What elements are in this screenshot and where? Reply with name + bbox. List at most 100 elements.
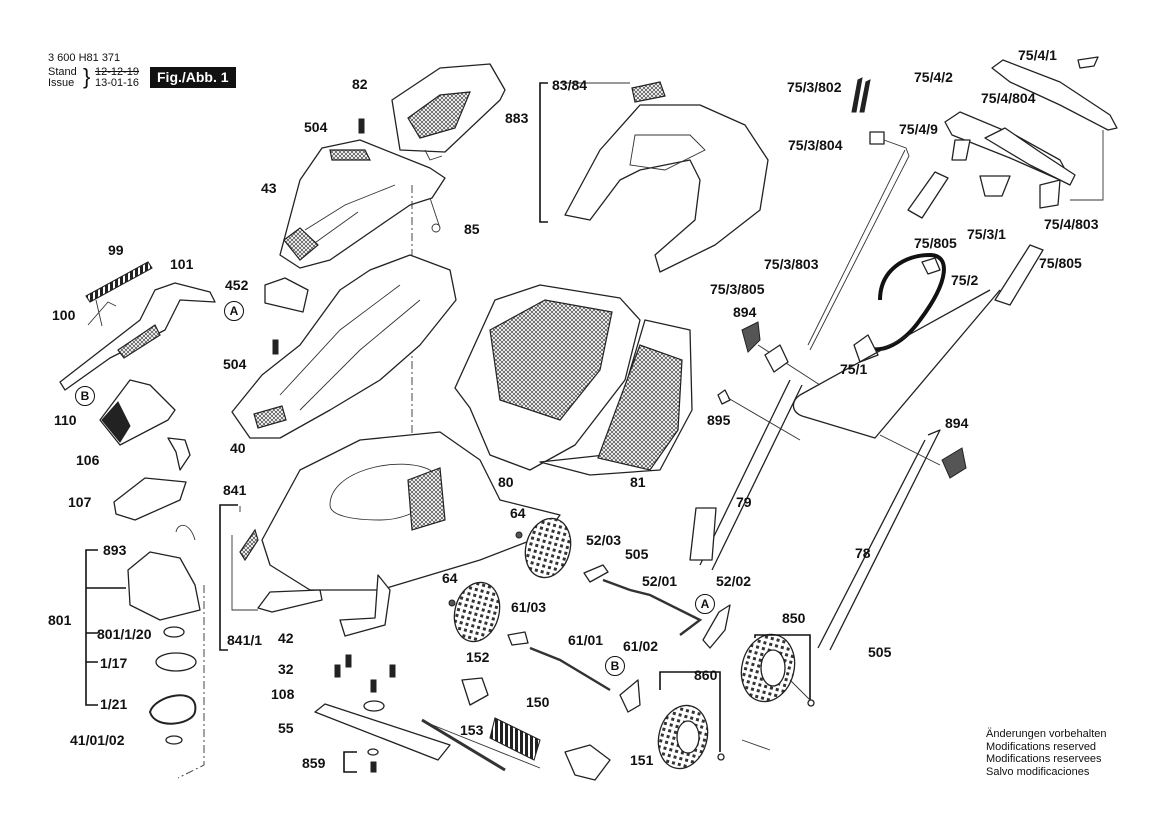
part-label: 108 [271,686,295,702]
part-label: 52/01 [642,573,678,589]
brace-icon: } [83,64,91,89]
part-label: 101 [170,256,194,272]
part-42-chute [339,574,391,637]
stand-issue-labels: Stand Issue [48,67,77,89]
part-label: 894 [733,304,757,320]
part-153-rod [421,718,506,772]
part-label: 801/1/20 [97,626,152,642]
reference-marker-b: B [605,656,625,676]
part-label: 82 [352,76,368,92]
part-81-grass-box-side [539,319,693,476]
part-label: 859 [302,755,326,771]
part-label: 75/3/804 [788,137,843,153]
part-label: 153 [460,722,484,738]
part-label: 504 [223,356,247,372]
figure-label: Fig./Abb. 1 [150,67,236,88]
part-label: 52/02 [716,573,752,589]
part-100-clip [87,299,117,327]
part-label: 41/01/02 [70,732,125,748]
notice-line-fr: Modifications reservees [986,753,1102,765]
part-99-spring [85,261,153,303]
document-number: 3 600 H81 371 [48,52,121,64]
part-101-lever [59,282,216,391]
notice-line-es: Salvo modificaciones [986,765,1090,778]
part-85-spring [429,197,441,233]
part-label: 55 [278,720,294,736]
reference-marker-b: B [75,386,95,406]
part-label: 75/805 [914,235,957,251]
part-wheel-front-left-lower [453,581,501,643]
part-75-2-cable [853,252,946,363]
issue-date: 13-01-16 [95,77,140,89]
part-106-switch-part [167,437,191,471]
part-883-handle-cover [539,81,769,273]
notice-line-de: Änderungen vorbehalten [986,728,1107,740]
part-label: 64 [510,505,526,521]
part-75-3-805-clip [717,344,801,441]
part-75-4-grip-body [944,111,1104,209]
part-label: 75/3/1 [967,226,1006,242]
part-859-bolt [343,748,379,773]
part-label: 100 [52,307,76,323]
part-label: 40 [230,440,246,456]
dates: 12-12-19 13-01-16 [95,67,139,89]
part-label: 61/01 [568,632,604,648]
part-label: 75/1 [840,361,868,377]
part-label: 893 [103,542,127,558]
part-label: 505 [868,644,892,660]
part-label: 75/4/1 [1018,47,1057,63]
part-55-blade [314,703,541,769]
part-label: 152 [466,649,490,665]
part-841-flaps [219,504,323,651]
part-label: 505 [625,546,649,562]
part-label: 841/1 [227,632,263,648]
part-label: 81 [630,474,646,490]
part-504-screw-lower [272,339,279,355]
part-79-handle-lower [689,379,803,571]
part-label: 42 [278,630,294,646]
part-32-screws [334,654,396,693]
part-43-lid [279,139,446,269]
part-label: 75/4/803 [1044,216,1099,232]
reference-marker-a: A [695,594,715,614]
part-label: 107 [68,494,92,510]
part-label: 75/4/804 [981,90,1036,106]
part-label: 83/84 [552,77,588,93]
part-label: 79 [736,494,752,510]
part-label: 75/805 [1039,255,1082,271]
part-label: 43 [261,180,277,196]
part-label: 1/21 [100,696,128,712]
part-label: 895 [707,412,731,428]
part-label: 452 [225,277,249,293]
part-label: 75/3/802 [787,79,842,95]
modifications-notice: Änderungen vorbehalten Modifications res… [986,728,1106,778]
part-wheel-front-left-upper [524,517,572,579]
part-label: 801 [48,612,72,628]
part-label: 99 [108,242,124,258]
part-894-knob [741,321,967,479]
part-wheel-rear-850 [740,633,796,703]
part-78-handle-lower-right [817,429,941,651]
issue-label: Issue [48,77,75,89]
part-452-badge [264,277,309,313]
part-label: 1/17 [100,655,128,671]
part-75-upper-handle [792,289,1001,439]
part-label: 75/4/2 [914,69,953,85]
part-label: 106 [76,452,100,468]
part-label: 150 [526,694,550,710]
part-label: 75/3/803 [764,256,819,272]
axles-and-clips [448,531,815,781]
part-801-motor [85,524,205,779]
part-label: 64 [442,570,458,586]
part-40-housing [231,254,457,439]
part-label: 860 [694,667,718,683]
stand-date-struck: 12-12-19 [95,66,140,78]
part-75-3-802-switch [807,77,910,351]
part-label: 504 [304,119,328,135]
part-label: 151 [630,752,654,768]
part-label: 841 [223,482,247,498]
part-label: 61/02 [623,638,659,654]
part-107-tray [113,477,187,521]
part-75-805-grip-sleeves [907,171,1044,306]
